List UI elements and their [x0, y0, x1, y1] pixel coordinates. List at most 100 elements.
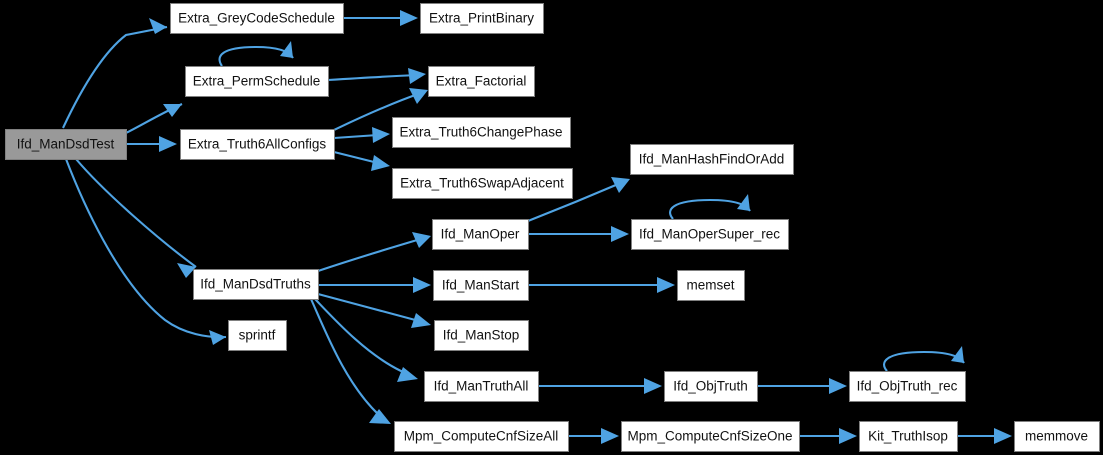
edge-dsdtest-truth6allconfigs — [126, 136, 177, 152]
arrowhead-icon — [737, 194, 750, 211]
graph-node-ifd-objtruth-rec[interactable]: Ifd_ObjTruth_rec — [849, 371, 966, 402]
node-label: Ifd_ManDsdTruths — [200, 277, 311, 292]
graph-node-ifd-manstop[interactable]: Ifd_ManStop — [434, 320, 529, 351]
arrowhead-icon — [209, 330, 226, 345]
graph-node-kit-truthisop[interactable]: Kit_TruthIsop — [859, 421, 958, 452]
edge-manoper-hashfindoradd — [527, 177, 630, 222]
node-box[interactable] — [677, 270, 745, 301]
arrowhead-icon — [371, 155, 390, 171]
arrowhead-icon — [611, 177, 630, 193]
node-box[interactable] — [392, 117, 571, 148]
node-box[interactable] — [424, 371, 539, 402]
edge-opersuper-self — [669, 194, 751, 220]
node-box[interactable] — [228, 320, 287, 351]
arrowhead-icon — [280, 41, 293, 58]
edge-dsdtest-dsdtruths — [75, 158, 197, 278]
edge-permschedule-factorial — [327, 68, 426, 84]
node-box[interactable] — [1014, 421, 1100, 452]
edge-objtruth-objtruthrec — [757, 378, 847, 394]
edge-manoper-opersuper — [528, 226, 629, 242]
graph-node-sprintf[interactable]: sprintf — [228, 320, 287, 351]
graph-node-extra-factorial[interactable]: Extra_Factorial — [428, 66, 535, 97]
node-box[interactable] — [180, 129, 335, 160]
edge-dsdtruths-truthall — [314, 298, 418, 382]
node-box[interactable] — [392, 168, 573, 199]
edge-line — [310, 298, 385, 420]
arrowhead-icon — [951, 346, 964, 363]
graph-node-memset[interactable]: memset — [677, 270, 745, 301]
node-box[interactable] — [434, 320, 529, 351]
node-label: Ifd_ManStart — [442, 278, 520, 293]
graph-node-mpm-computecnfsizeone[interactable]: Mpm_ComputeCnfSizeOne — [621, 421, 800, 452]
graph-node-extra-permschedule[interactable]: Extra_PermSchedule — [185, 66, 329, 97]
node-box[interactable] — [433, 270, 529, 301]
node-box[interactable] — [193, 269, 319, 300]
edge-dsdtruths-manstart — [318, 277, 431, 293]
node-box[interactable] — [432, 219, 529, 250]
node-box[interactable] — [859, 421, 958, 452]
arrowhead-icon — [163, 104, 182, 117]
graph-node-mpm-computecnfsizeall[interactable]: Mpm_ComputeCnfSizeAll — [394, 421, 569, 452]
graph-node-ifd-mandsdtruths[interactable]: Ifd_ManDsdTruths — [193, 269, 319, 300]
node-box[interactable] — [170, 3, 344, 34]
edge-line — [65, 158, 227, 339]
arrowhead-icon — [839, 428, 857, 444]
graph-node-ifd-manhashfindoradd[interactable]: Ifd_ManHashFindOrAdd — [630, 144, 794, 175]
edge-line — [317, 236, 425, 272]
edge-truthisop-memmove — [957, 428, 1012, 444]
edge-line — [317, 292, 420, 323]
edge-objtruthrec-self — [883, 346, 965, 372]
node-label: Extra_GreyCodeSchedule — [178, 11, 335, 26]
edge-dsdtest-greycodeschedule — [62, 18, 168, 129]
arrowhead-icon — [611, 226, 629, 242]
node-label: Ifd_ManTruthAll — [434, 379, 529, 394]
graph-node-ifd-manoper[interactable]: Ifd_ManOper — [432, 219, 529, 250]
graph-node-ifd-objtruth[interactable]: Ifd_ObjTruth — [664, 371, 758, 402]
edge-truth6allconfigs-swapadjacent — [333, 150, 390, 171]
node-label: Ifd_ManOperSuper_rec — [639, 227, 780, 242]
node-label: Mpm_ComputeCnfSizeOne — [627, 429, 792, 444]
node-label: Extra_Factorial — [436, 74, 527, 89]
arrowhead-icon — [400, 10, 418, 26]
node-box[interactable] — [5, 129, 127, 160]
graph-node-extra-truth6changephase[interactable]: Extra_Truth6ChangePhase — [392, 117, 571, 148]
node-box[interactable] — [849, 371, 966, 402]
edge-manstart-memset — [528, 277, 675, 293]
node-label: Ifd_ObjTruth — [673, 379, 748, 394]
node-box[interactable] — [185, 66, 329, 97]
node-box[interactable] — [420, 3, 544, 34]
node-box[interactable] — [630, 144, 794, 175]
edge-dsdtruths-manstop — [317, 292, 431, 328]
arrowhead-icon — [159, 136, 177, 152]
arrowhead-icon — [149, 18, 167, 34]
edge-dsdtest-permschedule — [125, 103, 183, 134]
edges-layer — [62, 10, 1012, 444]
node-box[interactable] — [428, 66, 535, 97]
graph-node-memmove[interactable]: memmove — [1014, 421, 1100, 452]
graph-node-extra-truth6swapadjacent[interactable]: Extra_Truth6SwapAdjacent — [392, 168, 573, 199]
arrowhead-icon — [657, 277, 675, 293]
graph-node-extra-truth6allconfigs[interactable]: Extra_Truth6AllConfigs — [180, 129, 335, 160]
edge-line — [327, 73, 419, 82]
graph-node-ifd-manopersuper-rec[interactable]: Ifd_ManOperSuper_rec — [631, 219, 789, 250]
node-box[interactable] — [631, 219, 789, 250]
edge-line — [883, 350, 965, 372]
node-box[interactable] — [621, 421, 800, 452]
graph-node-extra-greycodeschedule[interactable]: Extra_GreyCodeSchedule — [170, 3, 344, 34]
node-label: Ifd_ObjTruth_rec — [857, 379, 958, 394]
graph-node-ifd-manstart[interactable]: Ifd_ManStart — [433, 270, 529, 301]
arrowhead-icon — [397, 367, 418, 382]
edge-line — [62, 25, 168, 129]
edge-truth6allconfigs-changephase — [333, 127, 390, 143]
arrowhead-icon — [994, 428, 1012, 444]
graph-node-ifd-mantruthall[interactable]: Ifd_ManTruthAll — [424, 371, 539, 402]
graph-node-ifd-mandsdtest[interactable]: Ifd_ManDsdTest — [5, 129, 127, 160]
node-box[interactable] — [664, 371, 758, 402]
node-box[interactable] — [394, 421, 569, 452]
graph-node-extra-printbinary[interactable]: Extra_PrintBinary — [420, 3, 544, 34]
node-label: Extra_Truth6ChangePhase — [399, 125, 562, 140]
node-label: Extra_PermSchedule — [193, 74, 321, 89]
edge-dsdtruths-manoper — [317, 232, 431, 272]
